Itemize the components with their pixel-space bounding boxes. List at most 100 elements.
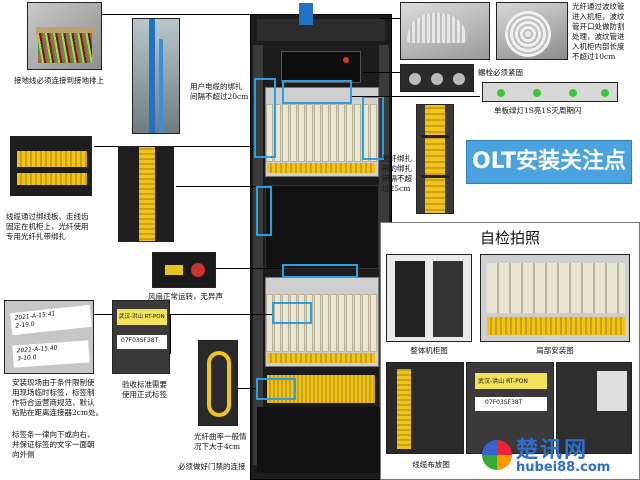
led-indicator-icon (533, 89, 541, 97)
caption-overall: 整体机柜图 (410, 346, 448, 355)
board-slot (370, 104, 377, 162)
board-slot (338, 104, 345, 162)
callout-box-fiber-bend (256, 378, 296, 400)
cabinet-thumb (433, 261, 463, 337)
label-direction: 标签条一律向下或向右， 并保证标签的文字一面朝 向外侧 (12, 430, 95, 459)
photo-cable-layout-1 (386, 362, 464, 454)
yellow-fiber-run (267, 353, 375, 363)
label-temp: 安装现场由于条件限制使 用现场临时标签，标签制 作符合运营商规范，默认 粘贴在距… (12, 378, 104, 417)
local-ports (487, 263, 625, 313)
connector-line (380, 18, 402, 19)
label-fan: 风扇正常运转，无异声 (148, 292, 223, 301)
connector-line (212, 268, 282, 269)
label-user-cable: 用户电缆的绑扎 间隔不超过20cm (190, 82, 249, 101)
photo-board-led (482, 82, 618, 102)
board-slot (322, 104, 329, 162)
formal-tag-text: 武汉-洪山 RT-PON (478, 378, 528, 385)
board-slot (298, 104, 305, 162)
connector-line (176, 186, 256, 187)
formal-tag: 武汉-洪山 RT-PON (475, 373, 547, 389)
board-slot (314, 294, 321, 352)
device-panel (597, 371, 627, 411)
board-slot (346, 294, 353, 352)
yellow-fiber-strand (425, 105, 445, 213)
connector-line (100, 14, 294, 15)
label-ground: 接地线必须连接到接地排上 (14, 76, 104, 85)
formal-tag: 07F03SF38T (117, 335, 167, 349)
photo-overall-cabinet (386, 254, 472, 342)
led-indicator-icon (569, 89, 577, 97)
corrugated-pipe (407, 13, 467, 43)
formal-tag: 武汉-洪山 RT-PON (117, 309, 167, 325)
callout-box-fan (282, 264, 358, 278)
label-bolt: 螺栓必须紧固 (478, 68, 523, 77)
rack-empty-space (265, 185, 379, 269)
blue-fiber-strand (159, 39, 163, 133)
blue-fiber-strand (149, 19, 155, 133)
cabinet-thumb (395, 261, 425, 337)
callout-box-board-led (282, 80, 352, 104)
connector-line (94, 146, 254, 147)
board-slot (338, 294, 345, 352)
led-indicator-icon (497, 89, 505, 97)
connector-line (362, 72, 402, 73)
handwritten-tag: 2021-A-15.40 3-10.0 (12, 340, 90, 368)
yellow-fiber-bundle (139, 147, 155, 241)
rack-floor (257, 407, 385, 473)
formal-tag-text: 武汉-洪山 RT-PON (119, 314, 165, 320)
label-fiber-corrugated: 光纤通过波纹管 进入机柜，波纹 管开口处做防割 处理，波纹管进 入机柜内部长度 … (572, 2, 625, 61)
connector-line (170, 314, 171, 354)
photo-bolts (400, 64, 474, 92)
board-slot (330, 294, 337, 352)
ground-bar (36, 27, 96, 35)
connector-line (352, 96, 480, 97)
cable-tie (421, 135, 449, 138)
board-slot (282, 104, 289, 162)
formal-tag-text: 07F03SF38T (485, 399, 523, 406)
power-unit (281, 51, 361, 83)
yellow-fiber-bundle (397, 369, 411, 449)
caption-cable: 线缆布放图 (412, 460, 450, 469)
formal-tag: 07F03SF38T (475, 397, 547, 411)
led-indicator-icon (601, 89, 609, 97)
bolt-icon (431, 73, 443, 85)
rack-top-panel (257, 19, 385, 41)
self-check-title: 自检拍照 (479, 229, 540, 247)
formal-tag-text: 07F03SF38T (121, 337, 159, 344)
photo-temp-label: 2021-A-15.41 2-19.0 2021-A-15.40 3-10.0 (4, 300, 94, 374)
watermark-url: hubei88.com (516, 460, 611, 475)
caption-local: 局部安装图 (536, 346, 574, 355)
watermark-logo-icon (482, 440, 512, 470)
board-slot (314, 104, 321, 162)
label-fiber-bend: 光纤曲率一般情 况下大于4cm (194, 432, 247, 451)
photo-fiber-tie (416, 104, 454, 214)
board-slot (306, 104, 313, 162)
board-slot (370, 294, 377, 352)
yellow-fiber-bundle (17, 151, 87, 167)
photo-corrugated-closeup (496, 2, 568, 60)
connector-line (236, 388, 256, 389)
label-fiber-tie: 光纤绑扎 带的绑扎 间隔不超 过25cm (382, 154, 412, 193)
callout-box-user-cable (254, 78, 276, 158)
connector-line (94, 314, 272, 315)
board-slot (354, 294, 361, 352)
left-cable-manager (253, 45, 263, 465)
board-slot (362, 294, 369, 352)
board-slot (290, 104, 297, 162)
callout-box-labels (272, 302, 312, 324)
hand-tag-text: 2021-A-15.40 3-10.0 (16, 344, 58, 363)
photo-cable-bundle-2 (118, 146, 174, 242)
label-board-led: 单板绿灯1S亮1S灭周期闪 (494, 106, 582, 115)
photo-ground-wires (27, 2, 102, 70)
yellow-fiber-run (267, 163, 375, 173)
photo-fiber-bend (198, 340, 238, 426)
wire-bundle (38, 33, 92, 63)
photo-formal-label: 武汉-洪山 RT-PON 07F03SF38T (112, 300, 170, 374)
logo-icon (191, 263, 205, 277)
photo-cable-layout-3 (556, 362, 632, 454)
board-slot (322, 294, 329, 352)
board-slot (354, 104, 361, 162)
photo-blue-fiber (132, 18, 180, 134)
board-slot (330, 104, 337, 162)
power-indicator-icon (343, 57, 349, 63)
